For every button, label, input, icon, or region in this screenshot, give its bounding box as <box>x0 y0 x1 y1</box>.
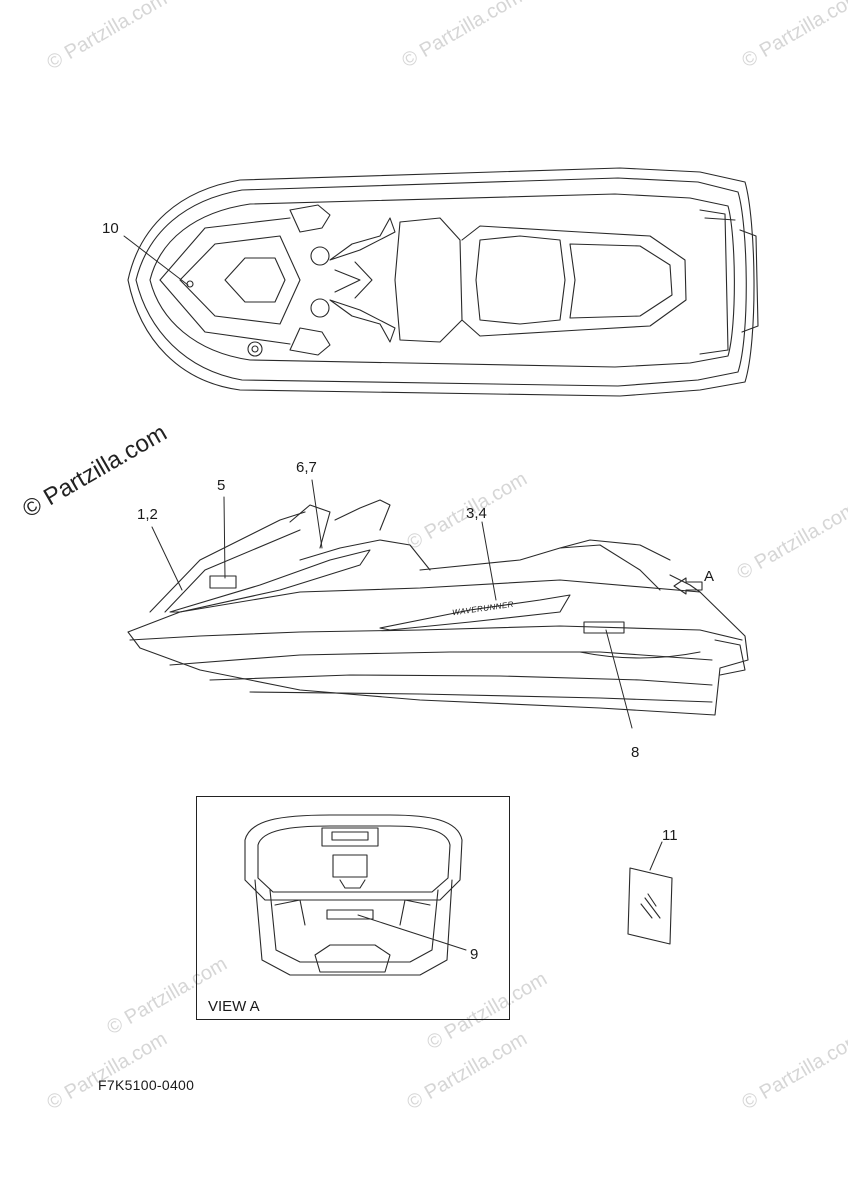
callout-11: 11 <box>662 827 678 844</box>
callout-a: A <box>704 568 715 585</box>
callout-6-7: 6,7 <box>296 459 317 476</box>
callout-1-2: 1,2 <box>137 506 158 523</box>
side-view-watercraft <box>127 499 749 716</box>
callout-5: 5 <box>217 477 226 494</box>
view-a-rear-watercraft <box>244 814 463 976</box>
label-sheet-11 <box>627 867 673 945</box>
callout-8: 8 <box>631 744 640 761</box>
diagram-code: F7K5100-0400 <box>98 1077 195 1093</box>
view-arrow-a <box>673 577 703 595</box>
callout-10: 10 <box>102 220 119 237</box>
callout-9: 9 <box>470 946 479 963</box>
view-a-label: VIEW A <box>208 998 260 1015</box>
view-a-frame <box>196 796 510 1020</box>
top-view-watercraft <box>127 167 759 397</box>
callout-3-4: 3,4 <box>466 505 487 522</box>
leader-lines <box>123 235 663 951</box>
